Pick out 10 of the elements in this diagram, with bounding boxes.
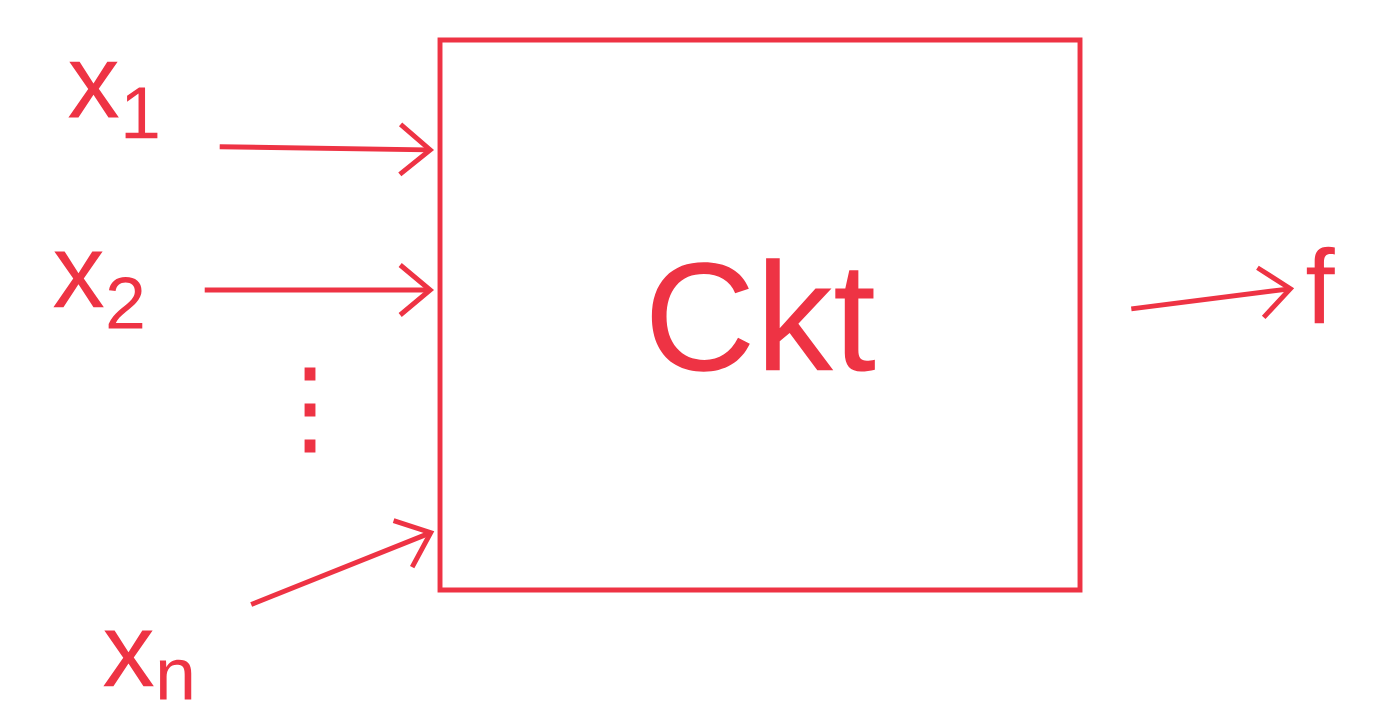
- variable-label: x$_{n}$: [103, 630, 192, 700]
- variable-label: x$_{2}$: [53, 251, 143, 329]
- circuit-box: Ckt: [437, 37, 1083, 593]
- variable-label: x$_{1}$: [68, 61, 158, 139]
- ellipsis-dots: ⋮: [304, 367, 316, 453]
- arrow: [204, 263, 435, 317]
- arrow: [250, 518, 435, 607]
- arrow: [1130, 265, 1295, 319]
- variable-label: f: [1306, 246, 1335, 324]
- arrow: [219, 122, 435, 177]
